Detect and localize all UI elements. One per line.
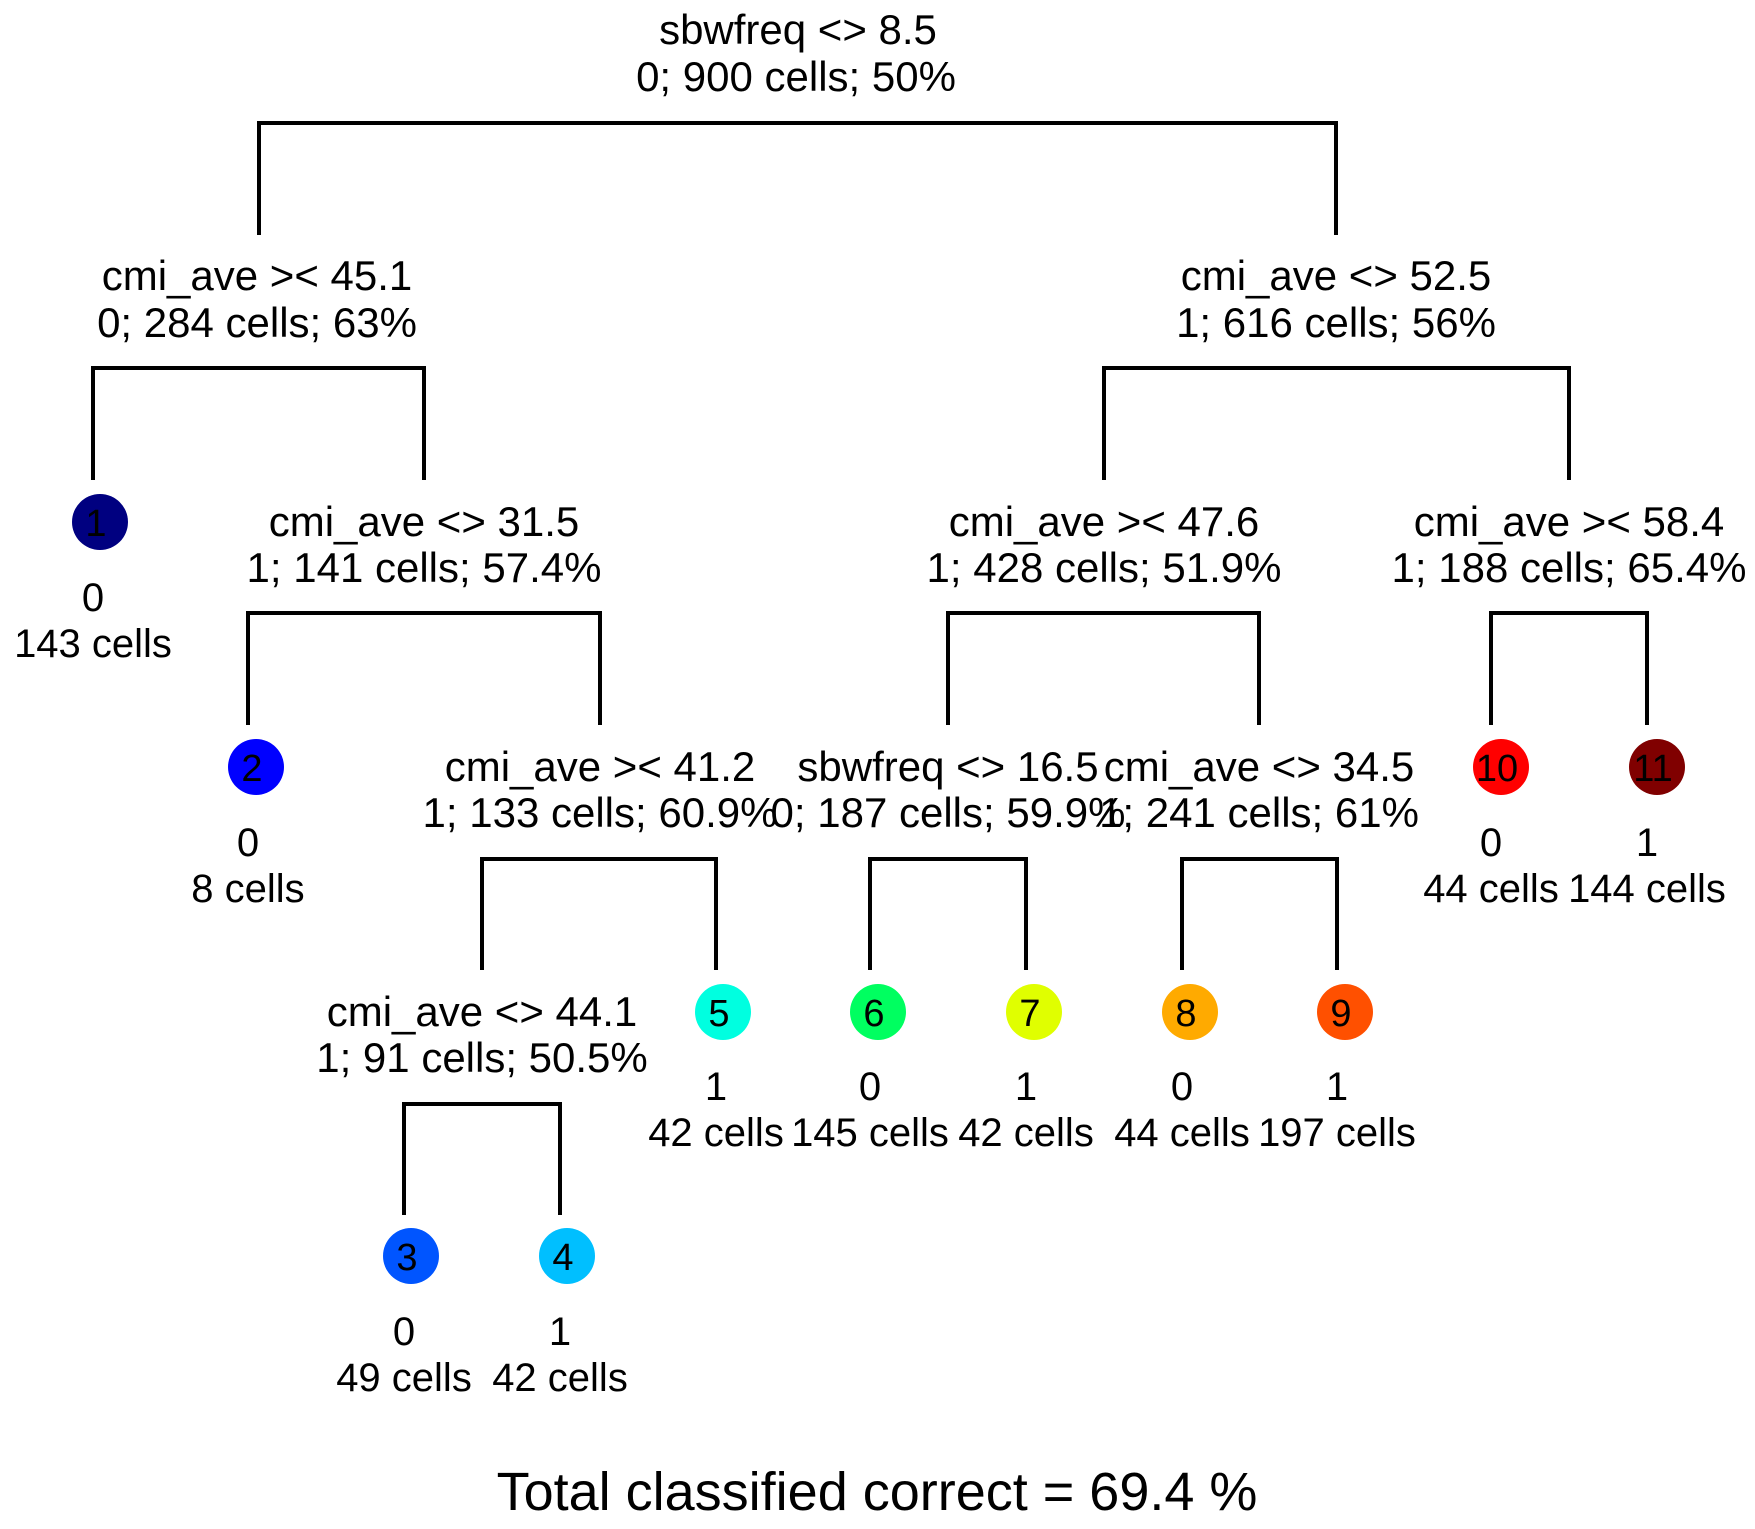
leaf-cells: 49 cells [336,1356,472,1400]
leaf-id: 10 [1476,748,1518,790]
leaf-circle [850,984,906,1040]
leaf-circle [383,1228,439,1284]
split-stats: 0; 284 cells; 63% [97,299,417,346]
edge-n7 [868,857,1028,970]
leaf-id: 6 [863,993,884,1035]
leaf-cells: 44 cells [1114,1111,1250,1155]
leaf-circle [1162,984,1218,1040]
split-stats: 1; 141 cells; 57.4% [247,544,602,591]
split-rule: cmi_ave <> 44.1 [327,988,638,1035]
edge-root [257,121,1338,235]
edge-n6 [480,857,718,970]
leaf-cells: 145 cells [791,1111,949,1155]
edge-n8 [1180,857,1339,970]
leaf-id: 5 [708,993,729,1035]
edge-n9 [402,1102,562,1215]
leaf-id: 11 [1633,748,1672,790]
split-stats: 0; 187 cells; 59.9% [771,789,1126,836]
split-rule: cmi_ave <> 34.5 [1104,743,1415,790]
leaf-circle [1473,739,1529,795]
split-stats: 1; 188 cells; 65.4% [1392,544,1747,591]
split-rule: cmi_ave >< 58.4 [1414,498,1725,545]
leaf-node: 5 142 cells [648,984,784,1155]
leaf-node: 7 142 cells [958,984,1094,1155]
leaf-node: 3 049 cells [336,1228,472,1400]
leaf-cells: 42 cells [958,1111,1094,1155]
leaf-circle [72,494,128,550]
split-rule: cmi_ave >< 45.1 [102,252,413,299]
leaf-circle [539,1228,595,1284]
split-rule: cmi_ave >< 41.2 [445,743,756,790]
split-stats: 1; 241 cells; 61% [1099,789,1419,836]
leaf-cells: 8 cells [191,867,304,911]
edge-n2 [1102,366,1571,480]
leaf-class: 1 [705,1065,727,1109]
tree-edges [91,121,1649,1215]
split-stats: 1; 133 cells; 60.9% [423,789,778,836]
leaf-circle [1629,739,1685,795]
leaf-class: 1 [1326,1065,1348,1109]
leaf-class: 0 [1171,1065,1193,1109]
leaf-id: 2 [241,748,262,790]
leaf-cells: 44 cells [1423,867,1559,911]
leaf-id: 8 [1175,993,1196,1035]
split-stats: 1; 91 cells; 50.5% [316,1034,648,1081]
split-rule: cmi_ave <> 31.5 [269,498,580,545]
split-rule: cmi_ave <> 52.5 [1181,252,1492,299]
leaf-id: 3 [396,1237,417,1279]
split-rule: sbwfreq <> 8.5 [659,6,937,53]
edge-n4 [946,611,1261,725]
leaf-cells: 42 cells [492,1356,628,1400]
leaf-circle [1317,984,1373,1040]
leaf-id: 9 [1330,993,1351,1035]
edge-n1 [91,366,426,480]
leaf-circle [695,984,751,1040]
leaf-class: 0 [82,576,104,620]
leaf-id: 1 [85,503,106,545]
leaf-class: 1 [549,1310,571,1354]
edge-n5 [1489,611,1649,725]
leaf-class: 1 [1015,1065,1037,1109]
leaf-node: 4 142 cells [492,1228,628,1400]
leaf-class: 0 [237,821,259,865]
split-stats: 1; 616 cells; 56% [1176,299,1496,346]
leaf-node: 2 08 cells [191,739,305,911]
split-stats: 1; 428 cells; 51.9% [927,544,1282,591]
leaf-id: 7 [1019,993,1040,1035]
leaf-node: 8 044 cells [1114,984,1250,1155]
edge-n3 [246,611,602,725]
leaf-cells: 42 cells [648,1111,784,1155]
leaf-circle [228,739,284,795]
split-rule: cmi_ave >< 47.6 [949,498,1260,545]
leaf-class: 0 [859,1065,881,1109]
leaf-class: 1 [1636,821,1658,865]
leaf-class: 0 [393,1310,415,1354]
classification-accuracy: Total classified correct = 69.4 % [497,1462,1258,1522]
leaf-cells: 144 cells [1568,867,1726,911]
split-rule: sbwfreq <> 16.5 [797,743,1098,790]
leaf-class: 0 [1480,821,1502,865]
leaf-node: 10 044 cells [1423,739,1559,911]
leaf-cells: 197 cells [1258,1111,1416,1155]
split-nodes: sbwfreq <> 8.5 0; 900 cells; 50% cmi_ave… [97,6,1746,1081]
leaf-cells: 143 cells [14,622,172,666]
leaf-id: 4 [552,1237,573,1279]
split-stats: 0; 900 cells; 50% [636,53,956,100]
leaf-circle [1006,984,1062,1040]
